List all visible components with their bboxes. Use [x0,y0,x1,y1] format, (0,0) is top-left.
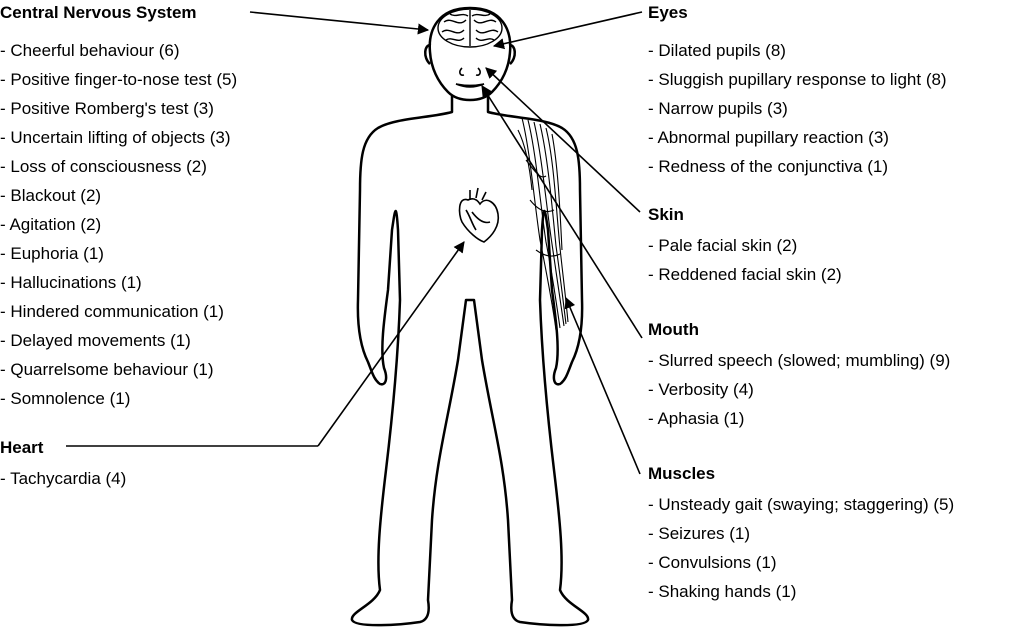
list-item: - Blackout (2) [0,186,102,205]
list-item: - Loss of consciousness (2) [0,157,207,176]
heart-list: - Tachycardia (4) [0,464,126,493]
connector-skin [485,67,641,213]
muscles-list: - Unsteady gait (swaying; staggering) (5… [648,490,954,606]
mouth-group: Mouth - Slurred speech (slowed; mumbling… [648,320,950,433]
connector-lines [66,11,643,475]
list-item: - Delayed movements (1) [0,331,191,350]
heart-group: Heart - Tachycardia (4) [0,438,126,493]
list-item: - Dilated pupils (8) [648,41,786,60]
eyes-group: Eyes - Dilated pupils (8) - Sluggish pup… [648,3,947,181]
list-item: - Euphoria (1) [0,244,104,263]
list-item: - Abnormal pupillary reaction (3) [648,128,889,147]
list-item: - Slurred speech (slowed; mumbling) (9) [648,351,951,370]
list-item: - Agitation (2) [0,215,102,234]
list-item: - Uncertain lifting of objects (3) [0,128,231,147]
skin-heading: Skin [648,205,684,224]
arm-muscles-icon [517,117,569,331]
list-item: - Tachycardia (4) [0,469,127,488]
list-item: - Somnolence (1) [0,389,131,408]
heart-icon [458,187,500,243]
brain-icon [437,8,503,48]
list-item: - Redness of the conjunctiva (1) [648,157,889,176]
list-item: - Cheerful behaviour (6) [0,41,180,60]
face-features [455,67,485,88]
list-item: - Verbosity (4) [648,380,754,399]
list-item: - Unsteady gait (swaying; staggering) (5… [648,495,955,514]
list-item: - Hindered communication (1) [0,302,224,321]
connector-cns [249,11,430,35]
list-item: - Aphasia (1) [648,409,745,428]
connector-muscles [564,296,641,475]
list-item: - Narrow pupils (3) [648,99,788,118]
list-item: - Quarrelsome behaviour (1) [0,360,214,379]
heart-heading: Heart [0,438,44,457]
connector-heart-diagonal [317,241,465,447]
list-item: - Hallucinations (1) [0,273,142,292]
eyes-heading: Eyes [648,3,688,22]
cns-heading: Central Nervous System [0,3,197,22]
skin-group: Skin - Pale facial skin (2) - Reddened f… [648,205,842,289]
list-item: - Sluggish pupillary response to light (… [648,70,947,89]
muscles-group: Muscles - Unsteady gait (swaying; stagge… [648,464,954,606]
list-item: - Seizures (1) [648,524,751,543]
muscles-heading: Muscles [648,464,716,483]
connector-eyes [492,11,643,50]
list-item: - Positive finger-to-nose test (5) [0,70,238,89]
list-item: - Convulsions (1) [648,553,777,572]
connector-mouth [481,85,643,339]
list-item: - Pale facial skin (2) [648,236,798,255]
cns-group: Central Nervous System - Cheerful behavi… [0,3,237,413]
human-body-outline [350,6,590,627]
list-item: - Reddened facial skin (2) [648,265,842,284]
mouth-list: - Slurred speech (slowed; mumbling) (9) … [648,346,950,433]
skin-list: - Pale facial skin (2) - Reddened facial… [648,231,842,289]
mouth-heading: Mouth [648,320,699,339]
list-item: - Positive Romberg's test (3) [0,99,214,118]
cns-list: - Cheerful behaviour (6) - Positive fing… [0,36,237,413]
eyes-list: - Dilated pupils (8) - Sluggish pupillar… [648,36,947,181]
list-item: - Shaking hands (1) [648,582,797,601]
